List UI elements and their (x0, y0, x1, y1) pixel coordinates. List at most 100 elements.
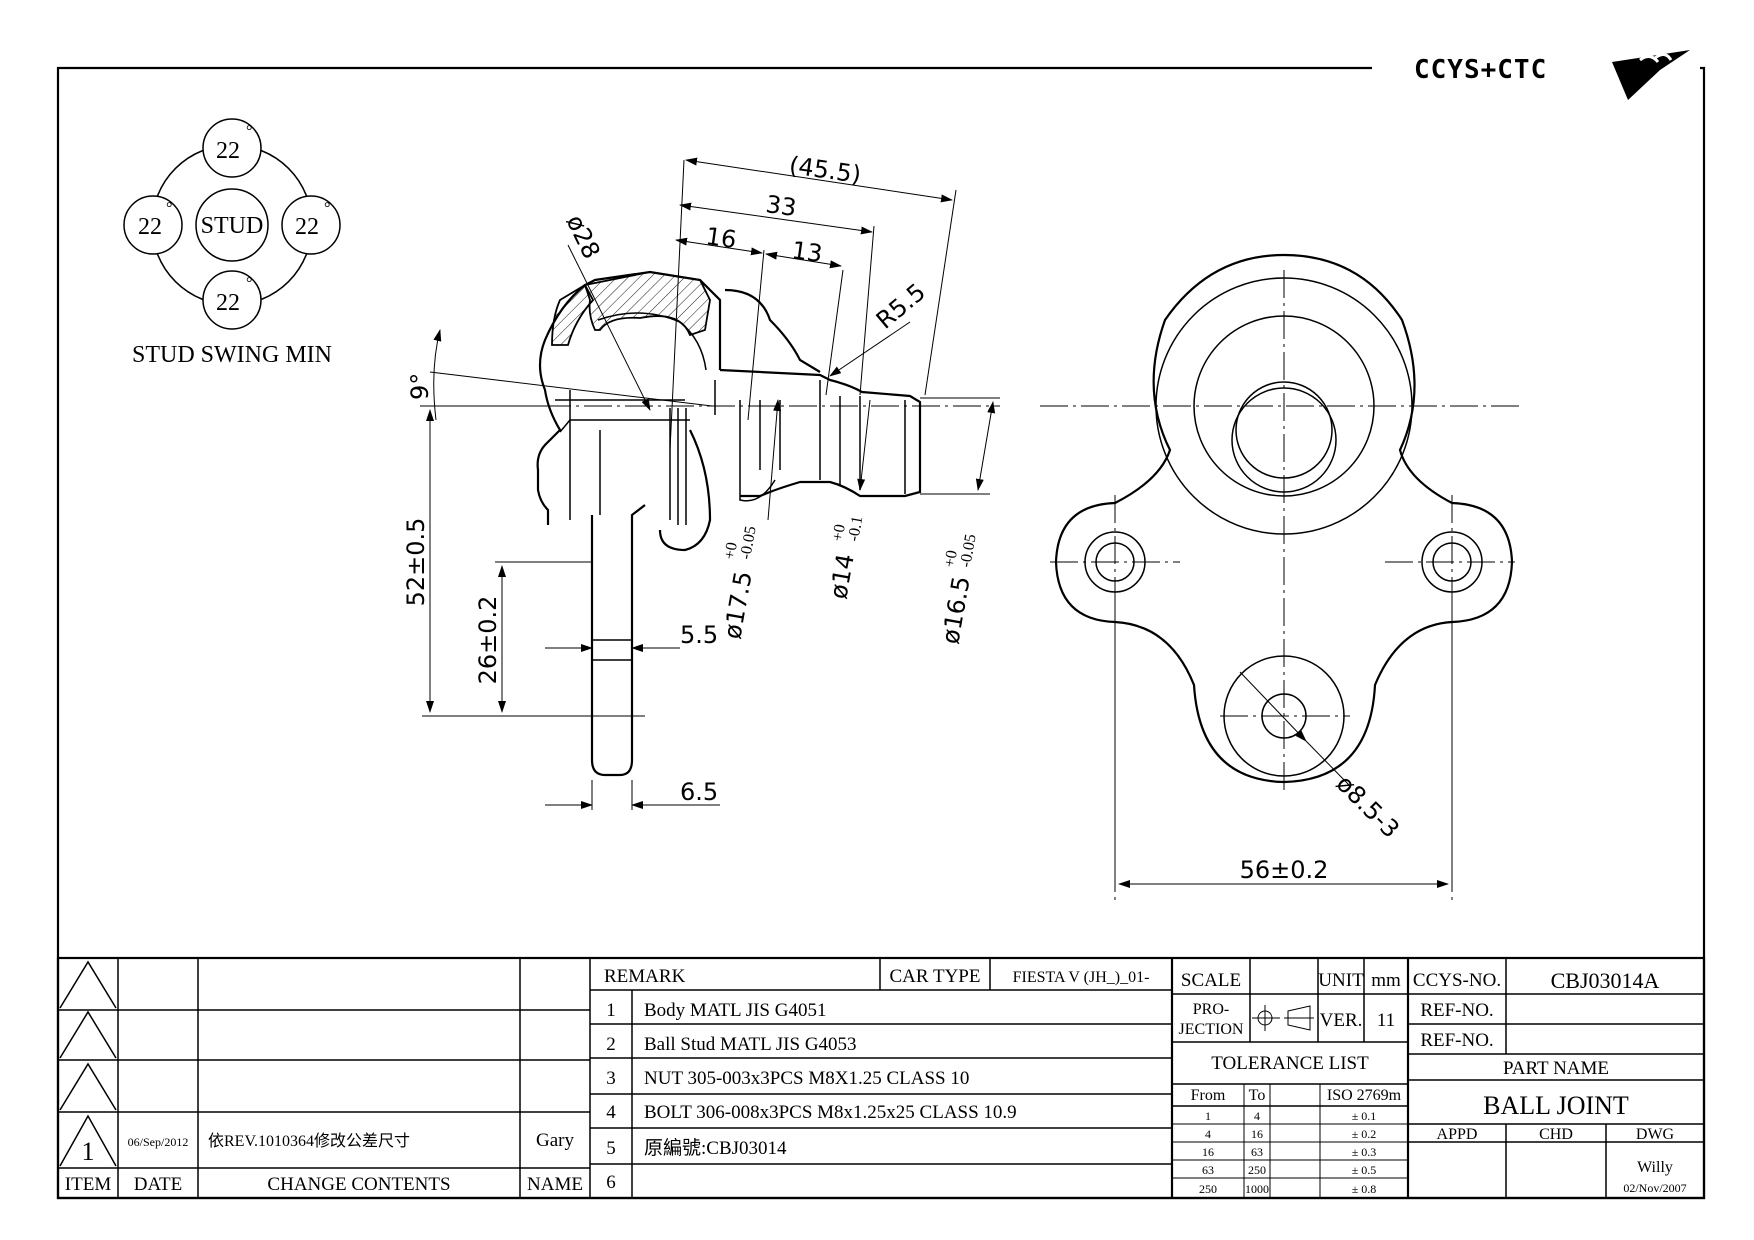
remark-item-3: NUT 305-003x3PCS M8X1.25 CLASS 10 (644, 1068, 969, 1089)
swing-angle-left: 22 (138, 214, 162, 240)
drawn-by: Willy (1637, 1159, 1673, 1176)
remark-header: REMARK (604, 966, 686, 987)
dim-angle-9: 9° (406, 373, 434, 400)
dim-phi17-5-tol-up: +0 (721, 541, 741, 561)
svg-text:16: 16 (1202, 1145, 1214, 1159)
svg-text:°: ° (324, 200, 330, 217)
part-name-value: BALL JOINT (1483, 1091, 1629, 1120)
remark-item-4: BOLT 306-008x3PCS M8x1.25x25 CLASS 10.9 (644, 1102, 1017, 1123)
side-section-view: (45.5) 33 16 13 R5.5 ø28 9° 52±0.5 26±0.… (402, 151, 1000, 810)
svg-text:1: 1 (1205, 1109, 1211, 1123)
rev-row-contents: 依REV.1010364修改公差尺寸 (208, 1132, 410, 1150)
svg-text:63: 63 (1202, 1163, 1214, 1177)
tolerance-table: 1 4 ± 0.1 4 16 ± 0.2 16 63 ± 0.3 63 250 … (1199, 1109, 1376, 1196)
dim-phi17-5: ø17.5 (718, 569, 757, 641)
swing-angle-bottom: 22 (216, 290, 240, 316)
unit-label: UNIT (1318, 970, 1364, 991)
stud-swing-caption: STUD SWING MIN (132, 342, 332, 368)
ver-label: VER. (1320, 1010, 1363, 1031)
svg-text:6: 6 (606, 1172, 616, 1193)
rev-header-item: ITEM (65, 1174, 112, 1195)
projection-label-2: JECTION (1179, 1021, 1244, 1038)
dim-5-5: 5.5 (680, 621, 718, 649)
dim-phi14-tol-dn: -0.1 (845, 515, 866, 543)
rev-header-name: NAME (527, 1174, 583, 1195)
swing-angle-top: 22 (216, 138, 240, 164)
rev-header-date: DATE (134, 1174, 183, 1195)
svg-text:± 0.2: ± 0.2 (1352, 1127, 1377, 1141)
svg-text:°: ° (246, 275, 252, 292)
degree-mark: ° (246, 123, 252, 140)
ref-no-label-1: REF-NO. (1420, 1000, 1493, 1021)
svg-text:3: 3 (606, 1068, 616, 1089)
ccys-no-label: CCYS-NO. (1413, 970, 1501, 991)
svg-text:5: 5 (606, 1138, 616, 1159)
tolerance-title: TOLERANCE LIST (1211, 1053, 1369, 1074)
projection-symbol-icon (1252, 1005, 1314, 1031)
company-logo: CCYS+CTC (1414, 50, 1690, 100)
svg-text:From: From (1191, 1087, 1226, 1104)
dim-33: 33 (764, 190, 798, 222)
dim-phi14-tol-up: +0 (829, 523, 849, 543)
svg-text:4: 4 (606, 1102, 616, 1123)
car-type-label: CAR TYPE (890, 966, 981, 987)
part-name-label: PART NAME (1503, 1058, 1609, 1079)
dim-6-5: 6.5 (680, 778, 718, 806)
svg-text:± 0.8: ± 0.8 (1352, 1182, 1377, 1196)
svg-text:± 0.1: ± 0.1 (1352, 1109, 1377, 1123)
stud-swing-diagram: STUD 22 22 22 22 ° ° ° ° STUD SWING MIN (123, 118, 341, 368)
ccys-no-value: CBJ03014A (1551, 968, 1660, 993)
svg-text:2: 2 (606, 1034, 616, 1055)
svg-text:1: 1 (606, 1000, 616, 1021)
svg-text:± 0.5: ± 0.5 (1352, 1163, 1377, 1177)
dim-phi16-5-tol-dn: -0.05 (957, 533, 980, 569)
chd-label: CHD (1539, 1126, 1573, 1143)
dim-56: 56±0.2 (1240, 856, 1329, 884)
svg-text:4: 4 (1254, 1109, 1260, 1123)
dim-phi28: ø28 (561, 210, 606, 263)
svg-text:4: 4 (1205, 1127, 1211, 1141)
dim-phi14: ø14 (824, 552, 859, 601)
dim-13: 13 (790, 236, 824, 268)
stud-label: STUD (201, 213, 264, 239)
svg-text:1000: 1000 (1245, 1182, 1269, 1196)
rev-header-contents: CHANGE CONTENTS (267, 1174, 450, 1195)
front-flange-view: 56±0.2 ø8.5-3 (1040, 253, 1520, 900)
dim-52: 52±0.5 (402, 518, 430, 607)
scale-label: SCALE (1181, 970, 1241, 991)
swing-angle-right: 22 (295, 214, 319, 240)
rev-row-item: 1 (82, 1137, 95, 1166)
dim-16: 16 (704, 222, 738, 254)
projection-label-1: PRO- (1193, 1001, 1229, 1018)
dim-phi17-5-tol-dn: -0.05 (737, 525, 760, 561)
dim-r5-5: R5.5 (871, 278, 931, 335)
title-block: ITEM DATE CHANGE CONTENTS NAME 1 06/Sep/… (56, 956, 1706, 1200)
logo-text: CCYS+CTC (1414, 55, 1547, 85)
dim-phi8-5: ø8.5-3 (1331, 769, 1405, 843)
svg-text:To: To (1249, 1087, 1266, 1104)
rev-row-name: Gary (536, 1130, 574, 1151)
remark-item-1: Body MATL JIS G4051 (644, 1000, 826, 1021)
svg-text:250: 250 (1199, 1182, 1217, 1196)
svg-text:°: ° (166, 200, 172, 217)
remark-item-5: 原編號:CBJ03014 (644, 1137, 787, 1159)
svg-text:250: 250 (1248, 1163, 1266, 1177)
svg-text:± 0.3: ± 0.3 (1352, 1145, 1377, 1159)
appd-label: APPD (1437, 1126, 1478, 1143)
car-type-value: FIESTA V (JH_)_01- (1013, 969, 1150, 986)
svg-text:ISO 2769m: ISO 2769m (1327, 1087, 1402, 1104)
dim-phi16-5: ø16.5 (936, 574, 975, 646)
unit-value: mm (1371, 970, 1401, 991)
logo-mark-icon (1612, 50, 1690, 100)
svg-text:63: 63 (1251, 1145, 1263, 1159)
dwg-label: DWG (1636, 1126, 1675, 1143)
rev-row-date: 06/Sep/2012 (128, 1135, 189, 1149)
ver-value: 11 (1377, 1010, 1395, 1031)
remark-item-2: Ball Stud MATL JIS G4053 (644, 1034, 857, 1055)
dim-45-5: (45.5) (787, 151, 862, 189)
dim-phi16-5-tol-up: +0 (941, 549, 961, 569)
dim-26: 26±0.2 (474, 596, 502, 685)
svg-text:16: 16 (1251, 1127, 1263, 1141)
drawn-date: 02/Nov/2007 (1623, 1181, 1686, 1195)
